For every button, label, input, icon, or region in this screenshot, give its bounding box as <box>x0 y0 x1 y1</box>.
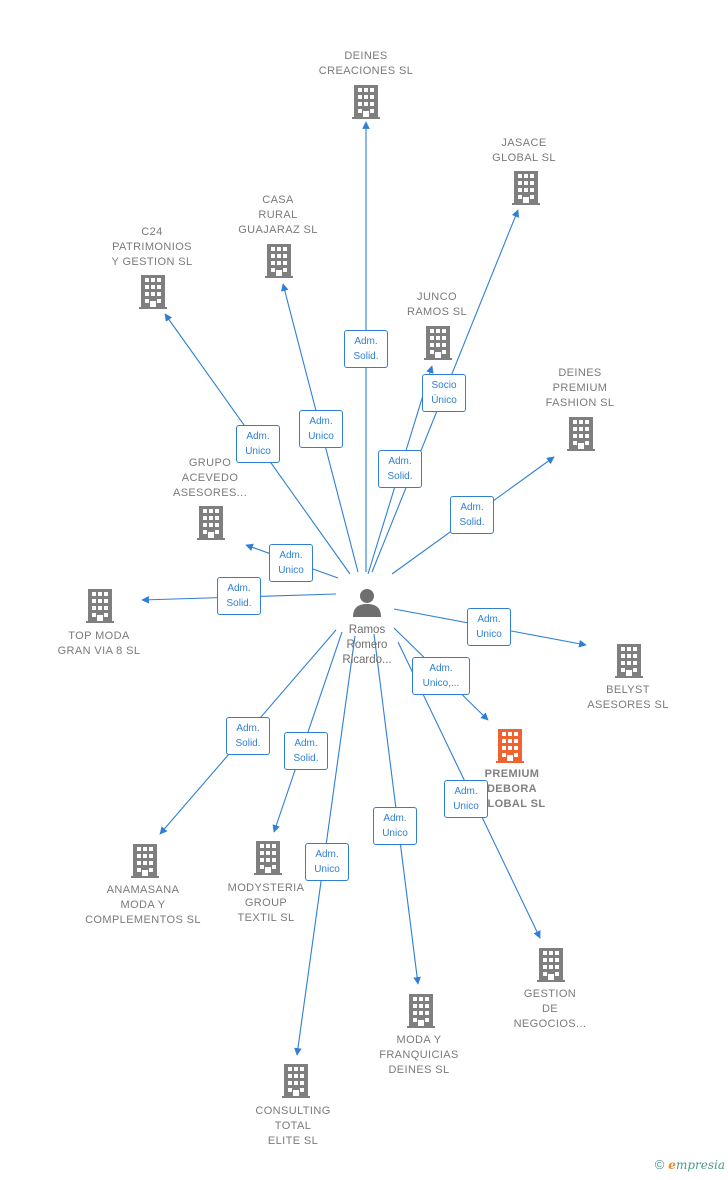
building-icon[interactable] <box>131 844 159 878</box>
relation-badge-belyst[interactable]: Adm. Unico <box>467 608 511 646</box>
company-name-top-moda[interactable]: TOP MODA GRAN VIA 8 SL <box>57 630 141 657</box>
brand-name: mpresia <box>675 1158 725 1172</box>
building-icon[interactable] <box>352 85 380 119</box>
center-person-name[interactable]: Ramos Romero Ricardo... <box>342 624 392 666</box>
building-icon[interactable] <box>86 589 114 623</box>
relation-badge-anamasana[interactable]: Adm. Solid. <box>226 717 270 755</box>
building-icon[interactable] <box>282 1064 310 1098</box>
relation-badge-junco-ramos[interactable]: Socio Único <box>422 374 466 412</box>
footer-brand: ©empresia <box>655 1157 725 1172</box>
relation-badge-deines-creaciones[interactable]: Adm. Solid. <box>344 330 388 368</box>
company-name-c24-patrimonios[interactable]: C24 PATRIMONIOS Y GESTION SL <box>111 226 193 268</box>
building-icon[interactable] <box>496 729 524 763</box>
building-icon[interactable] <box>265 244 293 278</box>
company-name-belyst[interactable]: BELYST ASESORES SL <box>587 684 669 711</box>
company-name-premium-debora[interactable]: PREMIUM DEBORA GLOBAL SL <box>478 768 546 810</box>
company-name-deines-premium[interactable]: DEINES PREMIUM FASHION SL <box>545 367 615 409</box>
company-name-junco-ramos[interactable]: JUNCO RAMOS SL <box>406 291 468 318</box>
relation-badge-moda-franquicias[interactable]: Adm. Unico <box>373 807 417 845</box>
company-name-anamasana[interactable]: ANAMASANA MODA Y COMPLEMENTOS SL <box>85 884 201 926</box>
relation-badge-consulting-total[interactable]: Adm. Unico <box>305 843 349 881</box>
company-name-moda-franquicias[interactable]: MODA Y FRANQUICIAS DEINES SL <box>379 1034 459 1076</box>
relation-badge-grupo-acevedo[interactable]: Adm. Unico <box>269 544 313 582</box>
company-name-gestion-negocios[interactable]: GESTION DE NEGOCIOS... <box>513 988 587 1030</box>
relation-badge-modysteria[interactable]: Adm. Solid. <box>284 732 328 770</box>
company-name-jasace-global[interactable]: JASACE GLOBAL SL <box>492 137 556 164</box>
relation-badge-casa-rural[interactable]: Adm. Unico <box>299 410 343 448</box>
relation-badge-gestion-negocios[interactable]: Adm. Unico <box>444 780 488 818</box>
building-icon[interactable] <box>254 841 282 875</box>
copyright-icon: © <box>654 1157 665 1172</box>
building-icon[interactable] <box>567 417 595 451</box>
company-name-deines-creaciones[interactable]: DEINES CREACIONES SL <box>318 50 414 77</box>
building-icon[interactable] <box>537 948 565 982</box>
relation-badge-jasace-global[interactable]: Adm. Solid. <box>378 450 422 488</box>
relation-badge-deines-premium[interactable]: Adm. Solid. <box>450 496 494 534</box>
building-icon[interactable] <box>139 275 167 309</box>
relation-badge-c24-patrimonios[interactable]: Adm. Unico <box>236 425 280 463</box>
company-name-casa-rural[interactable]: CASA RURAL GUAJARAZ SL <box>238 194 318 236</box>
building-icon[interactable] <box>615 644 643 678</box>
building-icon[interactable] <box>197 506 225 540</box>
company-name-modysteria[interactable]: MODYSTERIA GROUP TEXTIL SL <box>227 882 305 924</box>
company-name-consulting-total[interactable]: CONSULTING TOTAL ELITE SL <box>255 1105 331 1147</box>
building-icon[interactable] <box>407 994 435 1028</box>
relation-badge-premium-debora[interactable]: Adm. Unico,... <box>412 657 470 695</box>
person-icon[interactable] <box>353 589 381 617</box>
building-icon[interactable] <box>512 171 540 205</box>
relation-badge-top-moda[interactable]: Adm. Solid. <box>217 577 261 615</box>
brand-initial: e <box>668 1158 676 1172</box>
company-name-grupo-acevedo[interactable]: GRUPO ACEVEDO ASESORES... <box>172 457 248 499</box>
building-icon[interactable] <box>424 326 452 360</box>
